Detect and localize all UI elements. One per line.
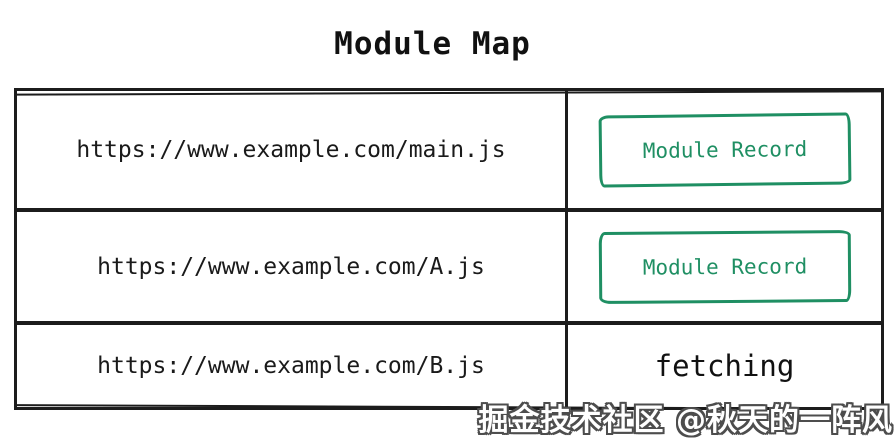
module-record-box-a-js: Module Record [598,229,851,304]
table-row-a-js: https://www.example.com/A.js Module Reco… [17,212,881,325]
module-record-box-main-js: Module Record [598,111,851,188]
module-status-cell-a-js: Module Record [565,212,881,321]
table-row-main-js: https://www.example.com/main.js Module R… [17,91,881,212]
module-url-a-js: https://www.example.com/A.js [97,253,485,280]
diagram-title: Module Map [334,26,531,62]
module-map-table: https://www.example.com/main.js Module R… [14,88,884,410]
module-url-main-js: https://www.example.com/main.js [76,136,506,163]
fetching-status-label: fetching [654,349,795,383]
module-status-cell-b-js: fetching [565,325,881,407]
module-url-b-js: https://www.example.com/B.js [97,353,485,379]
table-row-b-js: https://www.example.com/B.js fetching [17,325,881,407]
module-record-label: Module Record [642,136,807,163]
module-record-label: Module Record [642,253,807,280]
module-status-cell-main-js: Module Record [565,91,881,208]
